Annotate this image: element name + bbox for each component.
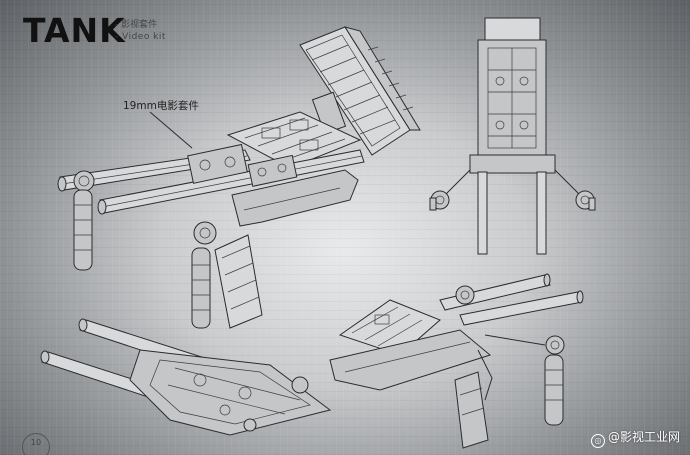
brand-title: TANK bbox=[23, 11, 126, 50]
watermark-text: @影视工业网 bbox=[607, 430, 680, 444]
callout-label: 19mm电影套件 bbox=[123, 100, 199, 112]
watermark-logo-icon: ◎ bbox=[590, 434, 605, 448]
watermark: ◎@影视工业网 bbox=[590, 428, 680, 448]
top-view-drawing bbox=[40, 318, 332, 436]
main-rig-drawing bbox=[57, 26, 421, 329]
subtitle-english: - Video kit bbox=[115, 32, 166, 42]
page-number: 10 bbox=[22, 433, 50, 455]
subtitle-chinese: - 影视套件 bbox=[115, 20, 158, 30]
isometric-view-drawing bbox=[329, 273, 584, 449]
front-view-drawing bbox=[429, 17, 596, 255]
